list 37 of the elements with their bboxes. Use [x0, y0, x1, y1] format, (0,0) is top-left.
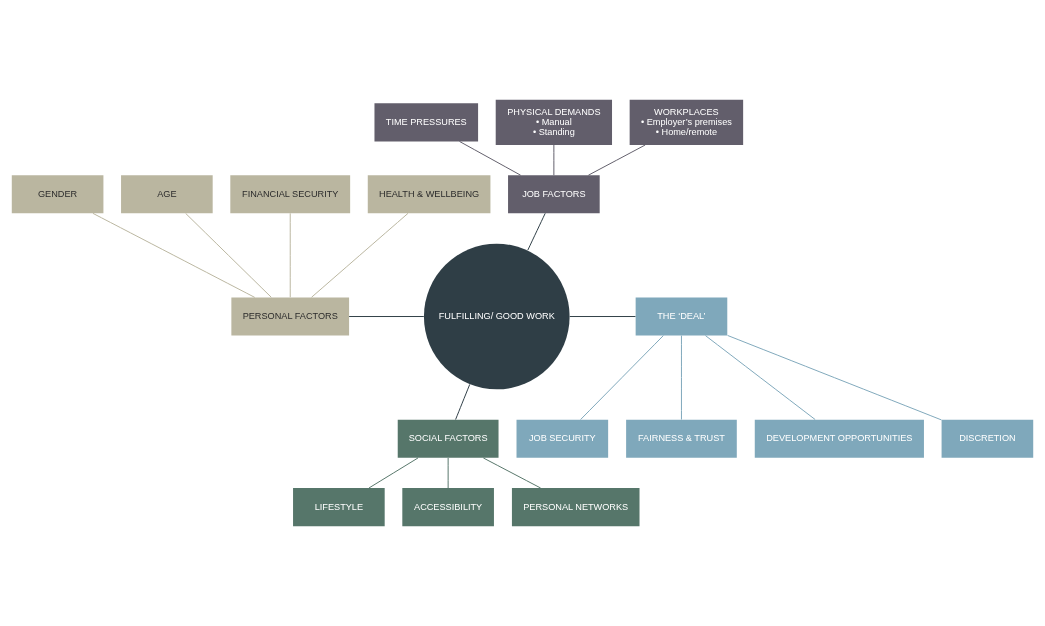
node-box: PHYSICAL DEMANDS • Manual • Standing: [495, 99, 613, 145]
node-circle: FULFILLING/ GOOD WORK: [423, 243, 570, 390]
connector: [482, 457, 542, 489]
connector: [447, 457, 449, 489]
node-box: DISCRETION: [941, 419, 1034, 458]
connector: [727, 334, 942, 421]
connector: [527, 212, 546, 251]
connector: [455, 383, 471, 420]
connector: [92, 212, 256, 298]
node-box: THE ‘DEAL’: [635, 297, 728, 336]
connector: [569, 316, 636, 318]
connector: [680, 335, 682, 421]
connector: [289, 212, 291, 298]
node-box: PERSONAL NETWORKS: [511, 488, 640, 527]
node-box: LIFESTYLE: [293, 488, 385, 527]
node-box: JOB FACTORS: [508, 175, 600, 214]
node-box: FINANCIAL SECURITY: [230, 175, 351, 214]
node-box: FAIRNESS & TRUST: [626, 419, 737, 458]
connector: [348, 316, 425, 318]
connector: [185, 212, 272, 298]
node-box: HEALTH & WELLBEING: [367, 175, 491, 214]
node-box: JOB SECURITY: [516, 419, 609, 458]
node-box: WORKPLACES • Employer’s premises • Home/remote: [629, 99, 744, 145]
connector: [311, 212, 409, 298]
connector: [587, 144, 646, 176]
node-box: PERSONAL FACTORS: [231, 297, 350, 336]
connector: [580, 335, 664, 421]
node-box: AGE: [121, 175, 213, 214]
connector: [368, 457, 419, 489]
connector: [458, 140, 522, 176]
node-box: ACCESSIBILITY: [402, 488, 494, 527]
node-box: GENDER: [11, 175, 104, 214]
connector: [704, 335, 816, 421]
connector: [553, 144, 555, 176]
node-box: TIME PRESSURES: [374, 103, 479, 142]
node-box: DEVELOPMENT OPPORTUNITIES: [754, 419, 924, 458]
node-box: SOCIAL FACTORS: [397, 419, 499, 458]
